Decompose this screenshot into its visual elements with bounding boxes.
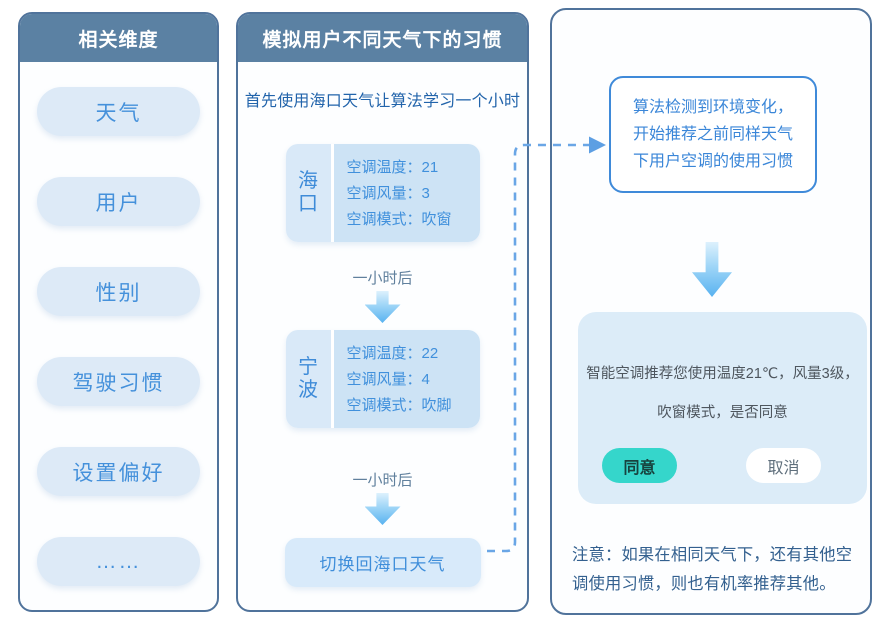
ac-mode: 空调模式：吹脚: [346, 396, 452, 414]
dimension-pill-gender: 性别: [37, 267, 200, 316]
callout-line: 下用户空调的使用习惯: [632, 153, 793, 170]
simulation-flow: 首先使用海口天气让算法学习一个小时 海口 空调温度：21 空调风量：3 空调模式…: [238, 62, 527, 587]
ac-mode: 空调模式：吹窗: [346, 210, 452, 228]
cancel-button[interactable]: 取消: [746, 448, 821, 483]
dimension-list: 天气 用户 性别 驾驶习惯 设置偏好 ……: [20, 62, 217, 586]
recommendation-text-line1: 智能空调推荐您使用温度21℃，风量3级，: [586, 366, 859, 382]
dimension-pill-user: 用户: [37, 177, 200, 226]
dimension-pill-more: ……: [37, 537, 200, 586]
down-arrow-icon: [692, 242, 732, 297]
dimensions-panel: 相关维度 天气 用户 性别 驾驶习惯 设置偏好 ……: [18, 12, 219, 612]
ac-fan-level: 空调风量：4: [346, 370, 430, 388]
callout-line: 开始推荐之前同样天气: [632, 126, 793, 143]
ac-temperature: 空调温度：21: [346, 158, 439, 176]
switch-weather-button[interactable]: 切换回海口天气: [284, 538, 481, 587]
city-label-haikou: 海口: [285, 144, 331, 242]
dimension-pill-driving: 驾驶习惯: [37, 357, 200, 406]
simulation-panel-title: 模拟用户不同天气下的习惯: [238, 14, 527, 62]
ac-temperature: 空调温度：22: [346, 344, 439, 362]
recommendation-panel: 算法检测到环境变化， 开始推荐之前同样天气 下用户空调的使用习惯 智能空调推荐您…: [550, 8, 872, 615]
interval-label: 一小时后: [352, 472, 413, 489]
simulation-panel: 模拟用户不同天气下的习惯 首先使用海口天气让算法学习一个小时 海口 空调温度：2…: [236, 12, 529, 612]
dimensions-panel-title: 相关维度: [20, 14, 217, 62]
intro-text: 首先使用海口天气让算法学习一个小时: [244, 93, 521, 110]
ac-fan-level: 空调风量：3: [346, 184, 430, 202]
dimension-pill-settings: 设置偏好: [37, 447, 200, 496]
interval-label: 一小时后: [352, 270, 413, 287]
weather-card-haikou: 海口 空调温度：21 空调风量：3 空调模式：吹窗: [285, 144, 480, 242]
dimension-pill-weather: 天气: [37, 87, 200, 136]
weather-card-ningbo: 宁波 空调温度：22 空调风量：4 空调模式：吹脚: [285, 330, 480, 428]
algorithm-detect-callout: 算法检测到环境变化， 开始推荐之前同样天气 下用户空调的使用习惯: [609, 76, 817, 193]
city-label-ningbo: 宁波: [285, 330, 331, 428]
callout-line: 算法检测到环境变化，: [632, 99, 793, 116]
recommendation-text-line2: 吹窗模式，是否同意: [657, 405, 788, 421]
recommendation-dialog: 智能空调推荐您使用温度21℃，风量3级， 吹窗模式，是否同意 同意 取消: [578, 312, 867, 504]
down-arrow-icon: [364, 291, 401, 323]
agree-button[interactable]: 同意: [602, 448, 677, 483]
down-arrow-icon: [364, 493, 401, 525]
note-text: 注意：如果在相同天气下，还有其他空调使用习惯，则也有机率推荐其他。: [572, 546, 853, 593]
ac-settings-haikou: 空调温度：21 空调风量：3 空调模式：吹窗: [333, 144, 480, 242]
ac-settings-ningbo: 空调温度：22 空调风量：4 空调模式：吹脚: [333, 330, 480, 428]
